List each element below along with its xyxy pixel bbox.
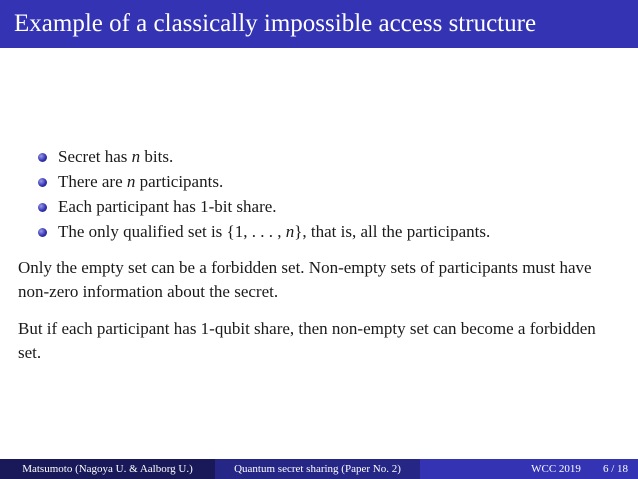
bullet-icon	[38, 178, 47, 187]
bullet-item: Each participant has 1-bit share.	[36, 194, 490, 219]
bullet-icon	[38, 228, 47, 237]
footer-author: Matsumoto (Nagoya U. & Aalborg U.)	[0, 459, 215, 479]
paragraph-qubit-share: But if each participant has 1-qubit shar…	[18, 319, 596, 362]
bullet-icon	[38, 203, 47, 212]
math-var: n	[285, 222, 295, 241]
bullet-item: There are n participants.	[36, 169, 490, 194]
footer-conference: WCC 2019	[531, 463, 581, 475]
bullet-item: Secret has n bits.	[36, 144, 490, 169]
bullet-icon	[38, 153, 47, 162]
bullet-list: Secret has n bits. There are n participa…	[36, 144, 490, 244]
math-var: n	[131, 147, 141, 166]
slide-title: Example of a classically impossible acce…	[14, 10, 537, 37]
paragraph-forbidden-set: Only the empty set can be a forbidden se…	[18, 258, 592, 301]
bullet-item: The only qualified set is {1, . . . , n}…	[36, 219, 490, 244]
footer-page-number: 6 / 18	[602, 463, 628, 475]
slide-footer: Matsumoto (Nagoya U. & Aalborg U.) Quant…	[0, 459, 638, 479]
footer-talk-title: Quantum secret sharing (Paper No. 2)	[215, 459, 420, 479]
math-var: n	[126, 172, 136, 191]
slide-title-bar: Example of a classically impossible acce…	[0, 0, 638, 48]
footer-right: WCC 2019 6 / 18	[420, 459, 638, 479]
